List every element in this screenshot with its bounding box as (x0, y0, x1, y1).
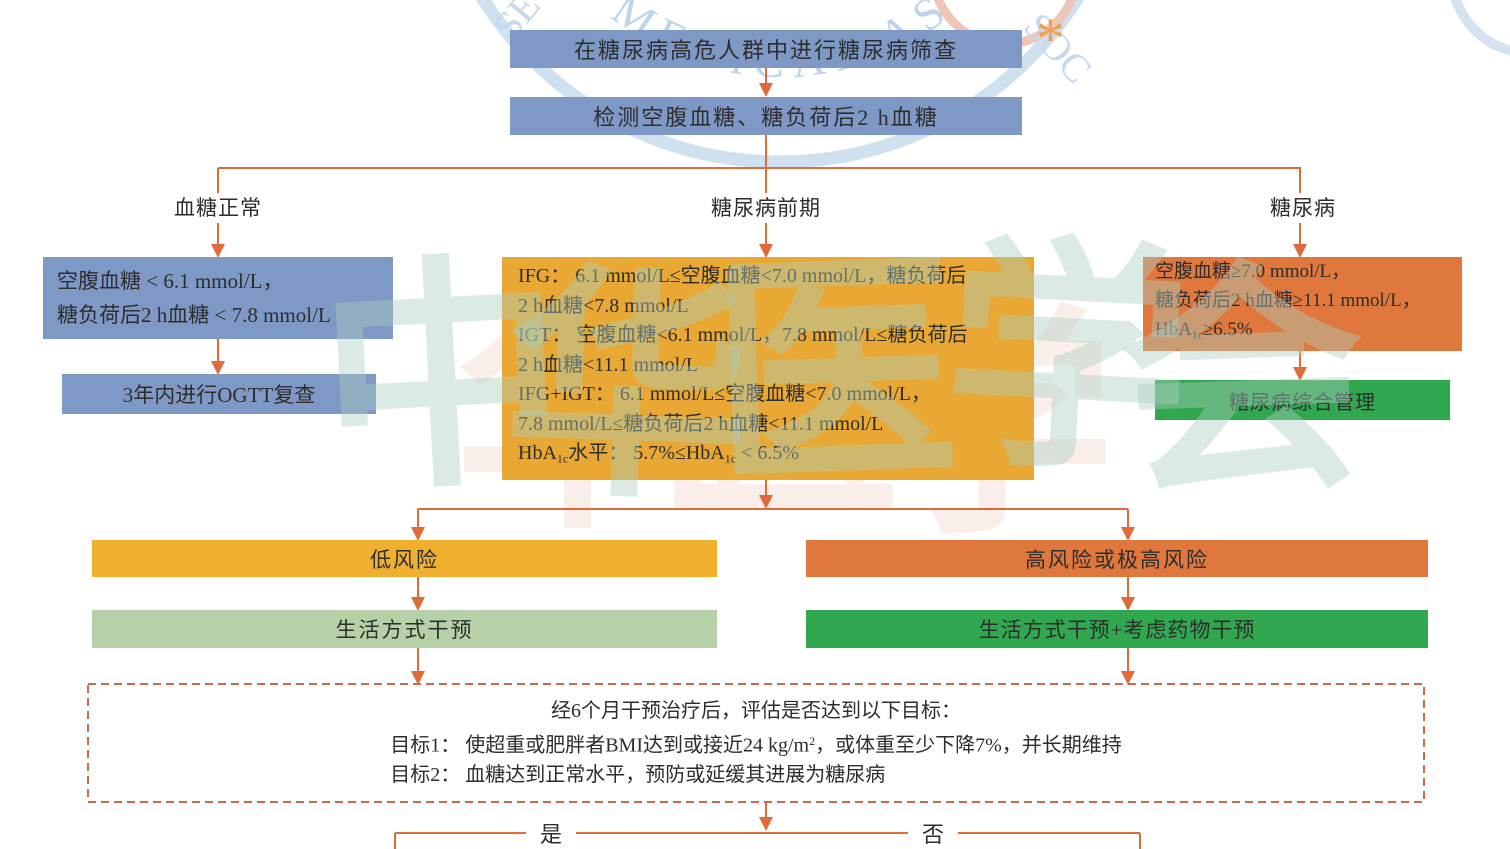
bar-lifestyle-plus-drug: 生活方式干预+考虑药物干预 (806, 610, 1428, 648)
bar-high-risk: 高风险或极高风险 (806, 540, 1428, 577)
corner-seal-ring-icon (1450, 0, 1510, 56)
bar-low-risk: 低风险 (92, 540, 717, 577)
evaluation-goal-list: 目标1： 使超重或肥胖者BMI达到或接近24 kg/m2，或体重至少下降7%，并… (390, 726, 1122, 791)
outcome-label-no: 否 (907, 817, 959, 849)
text-line: IGT： 空腹血糖<6.1 mmol/L，7.8 mmol/L≤糖负荷后 (518, 324, 968, 347)
text-line: HbA1c水平： 5.7%≤HbA1c < 6.5% (518, 442, 800, 467)
node-glucose-test: 检测空腹血糖、糖负荷后2 h血糖 (510, 97, 1022, 135)
evaluation-heading: 经6个月干预治疗后，评估是否达到以下目标： (551, 699, 961, 722)
outcome-label-yes: 是 (525, 817, 577, 849)
seal-star-icon: * (1036, 6, 1065, 71)
text-line: 空腹血糖≥7.0 mmol/L， (1155, 261, 1351, 283)
text-line: 7.8 mmol/L≤糖负荷后2 h血糖<11.1 mmol/L (518, 412, 884, 435)
node-prediabetes-criteria: IFG： 6.1 mmol/L≤空腹血糖<7.0 mmol/L，糖负荷后 2 h血… (502, 257, 1034, 480)
text-line: 2 h血糖<11.1 mmol/L (518, 353, 698, 376)
branch-label-normal: 血糖正常 (166, 193, 270, 223)
seal-right-letters: SOC (1015, 4, 1101, 92)
node-diabetes-criteria: 空腹血糖≥7.0 mmol/L， 糖负荷后2 h血糖≥11.1 mmol/L， Hb… (1143, 257, 1462, 351)
text-line: 目标2： 血糖达到正常水平，预防或延缓其进展为糖尿病 (390, 764, 886, 787)
text-line: 糖负荷后2 h血糖≥11.1 mmol/L， (1155, 290, 1421, 312)
text-line: 糖负荷后2 h血糖 < 7.8 mmol/L (57, 303, 331, 327)
text-line: 2 h血糖<7.8 mmol/L (518, 294, 689, 317)
branch-label-prediabetes: 糖尿病前期 (703, 193, 829, 223)
text-line: IFG： 6.1 mmol/L≤空腹血糖<7.0 mmol/L，糖负荷后 (518, 265, 967, 288)
text-line: 目标1： 使超重或肥胖者BMI达到或接近24 kg/m2，或体重至少下降7%，并… (390, 733, 1122, 757)
text-line: IFG+IGT： 6.1 mmol/L≤空腹血糖<7.0 mmol/L， (518, 383, 931, 406)
seal-ring-icon (476, 0, 1084, 169)
branch-label-diabetes: 糖尿病 (1262, 193, 1344, 223)
text-line: 空腹血糖 < 6.1 mmol/L， (57, 269, 284, 293)
node-evaluation-goals: 经6个月干预治疗后，评估是否达到以下目标： 目标1： 使超重或肥胖者BMI达到或… (88, 684, 1424, 802)
bar-lifestyle-intervention: 生活方式干预 (92, 610, 717, 648)
node-screening: 在糖尿病高危人群中进行糖尿病筛查 (510, 30, 1022, 68)
node-ogtt-recheck: 3年内进行OGTT复查 (62, 374, 376, 414)
node-normal-criteria: 空腹血糖 < 6.1 mmol/L， 糖负荷后2 h血糖 < 7.8 mmol/L (43, 257, 393, 339)
node-diabetes-management: 糖尿病综合管理 (1155, 380, 1450, 420)
text-line: HbA1c≥6.5% (1155, 319, 1253, 342)
